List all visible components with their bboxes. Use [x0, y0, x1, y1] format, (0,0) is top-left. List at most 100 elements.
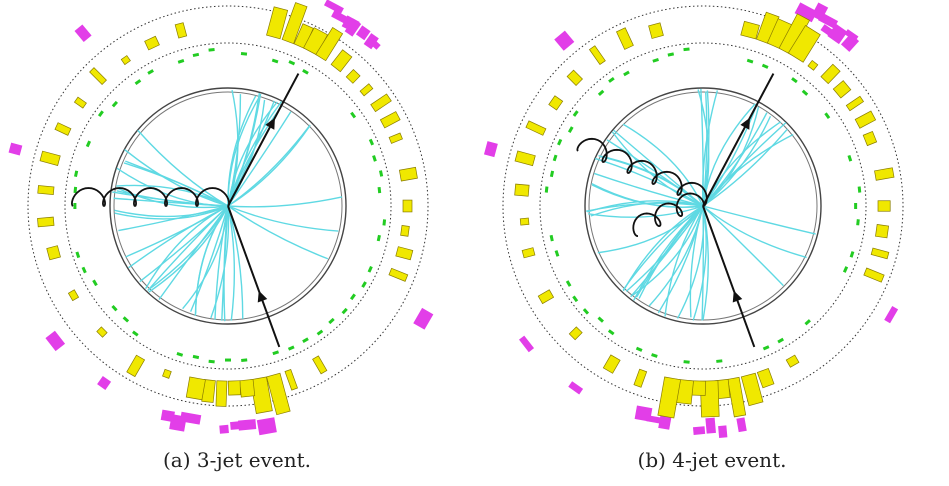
ecal-hit	[377, 186, 382, 194]
ecal-hit	[683, 47, 690, 52]
hcal-tower	[588, 45, 606, 66]
hcal-tower	[740, 20, 760, 40]
arrow-head	[740, 117, 750, 130]
hcal-tower	[602, 354, 621, 374]
gluon-line-1	[576, 137, 708, 207]
ecal-hit	[824, 112, 831, 120]
ecal-hit	[208, 359, 215, 364]
hcal-tower	[37, 216, 55, 228]
ecal-hit	[597, 316, 604, 323]
charged-track	[648, 205, 704, 307]
gluon-line	[71, 187, 230, 208]
charged-track	[227, 111, 292, 207]
hcal-tower	[400, 225, 410, 237]
charged-track	[190, 205, 229, 312]
ecal-hit	[92, 279, 98, 287]
hcal-tower	[525, 120, 547, 136]
caption-a: (a) 3-jet event.	[162, 448, 312, 472]
ecal-hit	[608, 76, 615, 83]
ecal-hit	[272, 350, 280, 356]
ecal-hit	[607, 329, 615, 336]
hcal-tower	[787, 25, 821, 63]
ecal-hit	[716, 359, 723, 363]
muon-hit	[634, 405, 653, 422]
charged-track	[702, 122, 787, 207]
hcal-tower	[756, 367, 775, 389]
charged-track	[632, 205, 704, 296]
hcal-tower	[215, 380, 228, 407]
ecal-hit	[288, 60, 296, 66]
ecal-hit	[623, 70, 630, 77]
muon-hit	[794, 2, 818, 23]
hcal-tower	[73, 96, 87, 109]
ecal-hit	[192, 52, 200, 58]
quark-line-up	[702, 73, 775, 207]
ecal-hit	[557, 138, 563, 146]
muon-hit	[323, 0, 344, 15]
charged-track	[588, 205, 704, 218]
charged-track	[227, 97, 260, 207]
event-display-a	[8, 0, 434, 436]
hcal-tower	[315, 26, 344, 62]
muon-hit	[344, 18, 362, 37]
muon-hit	[483, 141, 498, 158]
charged-track	[692, 205, 707, 321]
ecal-hit	[854, 203, 858, 209]
muon-hit	[238, 419, 257, 431]
hcal-tower	[46, 245, 61, 261]
hcal-tower	[370, 93, 392, 113]
ecal-hit	[132, 330, 139, 337]
quark-line-down	[702, 205, 756, 348]
charged-track	[227, 205, 236, 321]
ecal-hit	[271, 58, 279, 64]
ecal-hit	[552, 154, 558, 162]
hcal-tower	[126, 354, 146, 378]
hcal-tower	[379, 111, 401, 129]
ecal-hit	[192, 354, 200, 360]
ecal-hit	[122, 316, 130, 323]
hcal-tower	[537, 289, 555, 305]
hcal-tower	[120, 55, 131, 66]
ecal-hit	[554, 250, 560, 257]
ecal-hit	[240, 51, 248, 56]
charged-track	[702, 91, 708, 207]
calorimeter-ring	[539, 42, 867, 370]
ecal-hit	[287, 345, 295, 351]
ecal-hit	[842, 266, 849, 273]
hcal-tower	[845, 95, 865, 112]
ecal-hit	[176, 352, 184, 357]
muon-hit	[718, 425, 728, 438]
hcal-tower	[877, 200, 891, 212]
muon-hit	[554, 30, 575, 51]
ecal-hit	[367, 265, 373, 273]
charged-track	[664, 205, 704, 317]
ecal-hit	[857, 186, 862, 193]
hcal-tower	[67, 289, 80, 302]
hcal-tower	[345, 68, 361, 84]
quark-line-down	[227, 205, 281, 348]
charged-track	[702, 101, 759, 207]
muon-hit	[160, 409, 175, 423]
hcal-tower	[174, 22, 188, 39]
ecal-hit	[746, 58, 754, 64]
hcal-tower	[862, 131, 878, 147]
ecal-hit	[147, 69, 154, 75]
hcal-tower	[820, 63, 841, 85]
charged-track	[701, 205, 705, 321]
caption-b: (b) 4-jet event.	[637, 448, 787, 472]
charged-track	[227, 89, 239, 207]
charged-track	[227, 196, 343, 208]
hcal-tower	[281, 2, 308, 45]
hcal-tower	[785, 354, 800, 368]
muon-hit	[230, 421, 242, 430]
ecal-hit	[361, 281, 367, 288]
ecal-hit	[376, 234, 381, 242]
hcal-tower	[657, 376, 682, 419]
track-group	[112, 89, 343, 322]
ecal-hit	[225, 358, 231, 362]
ecal-hit	[847, 154, 853, 162]
charged-track	[139, 205, 229, 283]
muon-hit	[8, 142, 23, 156]
muon-hit	[840, 33, 860, 52]
ecal-hit	[372, 155, 377, 162]
